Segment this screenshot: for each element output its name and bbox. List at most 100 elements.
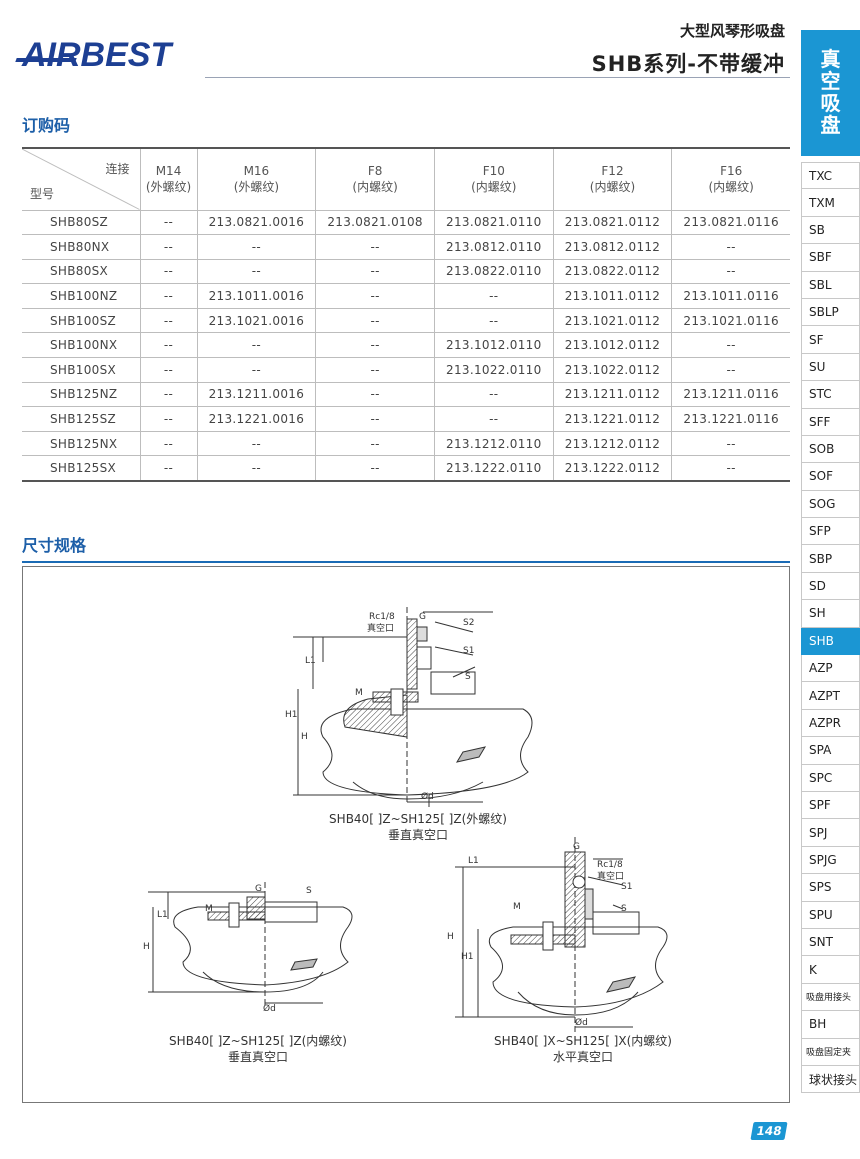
order-code-cell: 213.0821.0110 <box>433 209 554 236</box>
order-code-cell: -- <box>139 209 198 236</box>
model-cell: SHB80SX <box>22 258 141 285</box>
column-thread-size: F12 <box>601 164 624 179</box>
page-number: 148 <box>750 1122 788 1140</box>
side-nav-item[interactable]: SNT <box>801 928 860 957</box>
label-port-3: 真空口 <box>597 870 624 882</box>
side-nav-item[interactable]: SBLP <box>801 298 860 327</box>
order-code-cell: 213.1012.0112 <box>552 332 673 359</box>
column-thread-type: (内螺纹) <box>352 180 398 195</box>
side-nav-item[interactable]: SF <box>801 326 860 354</box>
order-code-cell: -- <box>196 430 317 457</box>
side-nav-item[interactable]: BH <box>801 1011 860 1039</box>
table-row: SHB125NZ--213.1211.0016----213.1211.0112… <box>22 381 790 408</box>
side-nav-item[interactable]: STC <box>801 381 860 409</box>
model-cell: SHB100NZ <box>22 283 141 309</box>
drawing-internal-thread-horizontal <box>455 837 668 1032</box>
order-code-cell: -- <box>671 455 790 482</box>
side-nav-item[interactable]: SBF <box>801 244 860 272</box>
order-code-cell: 213.1212.0110 <box>433 430 554 457</box>
column-thread-size: F16 <box>720 164 743 179</box>
side-nav-item[interactable]: AZPT <box>801 682 860 710</box>
order-code-cell: -- <box>433 381 554 408</box>
order-code-cell: 213.0821.0116 <box>671 209 790 236</box>
side-nav-item[interactable]: SPJ <box>801 819 860 847</box>
side-nav-item[interactable]: SOG <box>801 490 860 519</box>
side-nav-item[interactable]: SPA <box>801 737 860 765</box>
side-nav-item[interactable]: TXC <box>801 162 860 190</box>
product-category-title: 大型风琴形吸盘 <box>679 22 785 40</box>
order-code-cell: -- <box>196 258 317 285</box>
side-nav-item[interactable]: SB <box>801 216 860 245</box>
column-thread-size: M14 <box>155 164 182 179</box>
label-m-2: M <box>205 904 213 914</box>
label-l1-3: L1 <box>468 856 479 866</box>
side-nav-item[interactable]: TXM <box>801 189 860 217</box>
model-cell: SHB100NX <box>22 332 141 359</box>
side-nav-item[interactable]: SOF <box>801 463 860 491</box>
order-code-cell: 213.1221.0116 <box>671 406 790 432</box>
order-code-cell: -- <box>196 234 317 260</box>
side-nav-item[interactable]: SD <box>801 572 860 601</box>
order-code-cell: -- <box>315 406 435 432</box>
label-s-1: S <box>465 672 471 682</box>
order-code-cell: -- <box>671 258 790 285</box>
order-code-cell: 213.1221.0112 <box>552 406 673 432</box>
label-l1-2: L1 <box>157 910 168 920</box>
side-nav-item[interactable]: SPJG <box>801 846 860 875</box>
side-nav-item[interactable]: 吸盘用接头 <box>801 983 860 1012</box>
side-nav-item[interactable]: SU <box>801 353 860 382</box>
caption-3-model: SHB40[ ]X~SH125[ ]X(内螺纹) <box>494 1034 672 1048</box>
column-header: F10(内螺纹) <box>433 147 554 211</box>
order-code-cell: 213.1222.0110 <box>433 455 554 482</box>
side-nav-item[interactable]: SPC <box>801 764 860 792</box>
side-nav-item[interactable]: SPU <box>801 901 860 929</box>
label-port-1: 真空口 <box>367 622 394 634</box>
table-corner-cell: 连接 型号 <box>22 147 141 211</box>
order-code-cell: 213.0821.0016 <box>196 209 317 236</box>
side-nav-item[interactable]: SBP <box>801 545 860 573</box>
side-nav-item[interactable]: SPF <box>801 791 860 820</box>
side-nav-item[interactable]: AZP <box>801 655 860 683</box>
order-code-cell: -- <box>433 283 554 309</box>
order-code-cell: -- <box>139 258 198 285</box>
label-g-3: G <box>573 842 580 852</box>
label-h-2: H <box>143 942 150 952</box>
table-row: SHB100SZ--213.1021.0016----213.1021.0112… <box>22 307 790 334</box>
label-g-1: G <box>419 612 426 622</box>
column-header: F16(内螺纹) <box>671 147 790 211</box>
side-nav-item[interactable]: SFF <box>801 408 860 436</box>
order-code-cell: -- <box>315 332 435 359</box>
model-cell: SHB100SZ <box>22 307 141 334</box>
model-cell: SHB125SZ <box>22 406 141 432</box>
side-nav-item[interactable]: K <box>801 956 860 984</box>
side-nav-item[interactable]: SPS <box>801 874 860 902</box>
side-nav-item[interactable]: SFP <box>801 518 860 546</box>
order-code-cell: -- <box>671 332 790 359</box>
label-m-3: M <box>513 902 521 912</box>
side-nav-item[interactable]: SH <box>801 600 860 628</box>
order-code-cell: 213.1021.0016 <box>196 307 317 334</box>
order-code-cell: 213.1022.0110 <box>433 357 554 383</box>
order-code-cell: -- <box>139 307 198 334</box>
side-nav-item[interactable]: SOB <box>801 435 860 464</box>
order-code-cell: -- <box>196 357 317 383</box>
side-nav-item[interactable]: AZPR <box>801 709 860 738</box>
column-header: M14(外螺纹) <box>139 147 198 211</box>
side-nav-item[interactable]: 吸盘固定夹 <box>801 1038 860 1066</box>
column-header: F8(内螺纹) <box>315 147 435 211</box>
side-nav-item[interactable]: SHB <box>801 627 860 656</box>
side-nav-item[interactable]: 球状接头 <box>801 1065 860 1094</box>
order-code-cell: -- <box>139 357 198 383</box>
model-cell: SHB100SX <box>22 357 141 383</box>
column-header: F12(内螺纹) <box>552 147 673 211</box>
order-code-cell: -- <box>315 357 435 383</box>
side-nav-item[interactable]: SBL <box>801 271 860 299</box>
model-cell: SHB125NZ <box>22 381 141 408</box>
column-thread-size: M16 <box>243 164 270 179</box>
product-series-title: SHB系列-不带缓冲 <box>591 52 785 76</box>
caption-3-port: 水平真空口 <box>552 1050 613 1064</box>
model-cell: SHB80SZ <box>22 209 141 236</box>
